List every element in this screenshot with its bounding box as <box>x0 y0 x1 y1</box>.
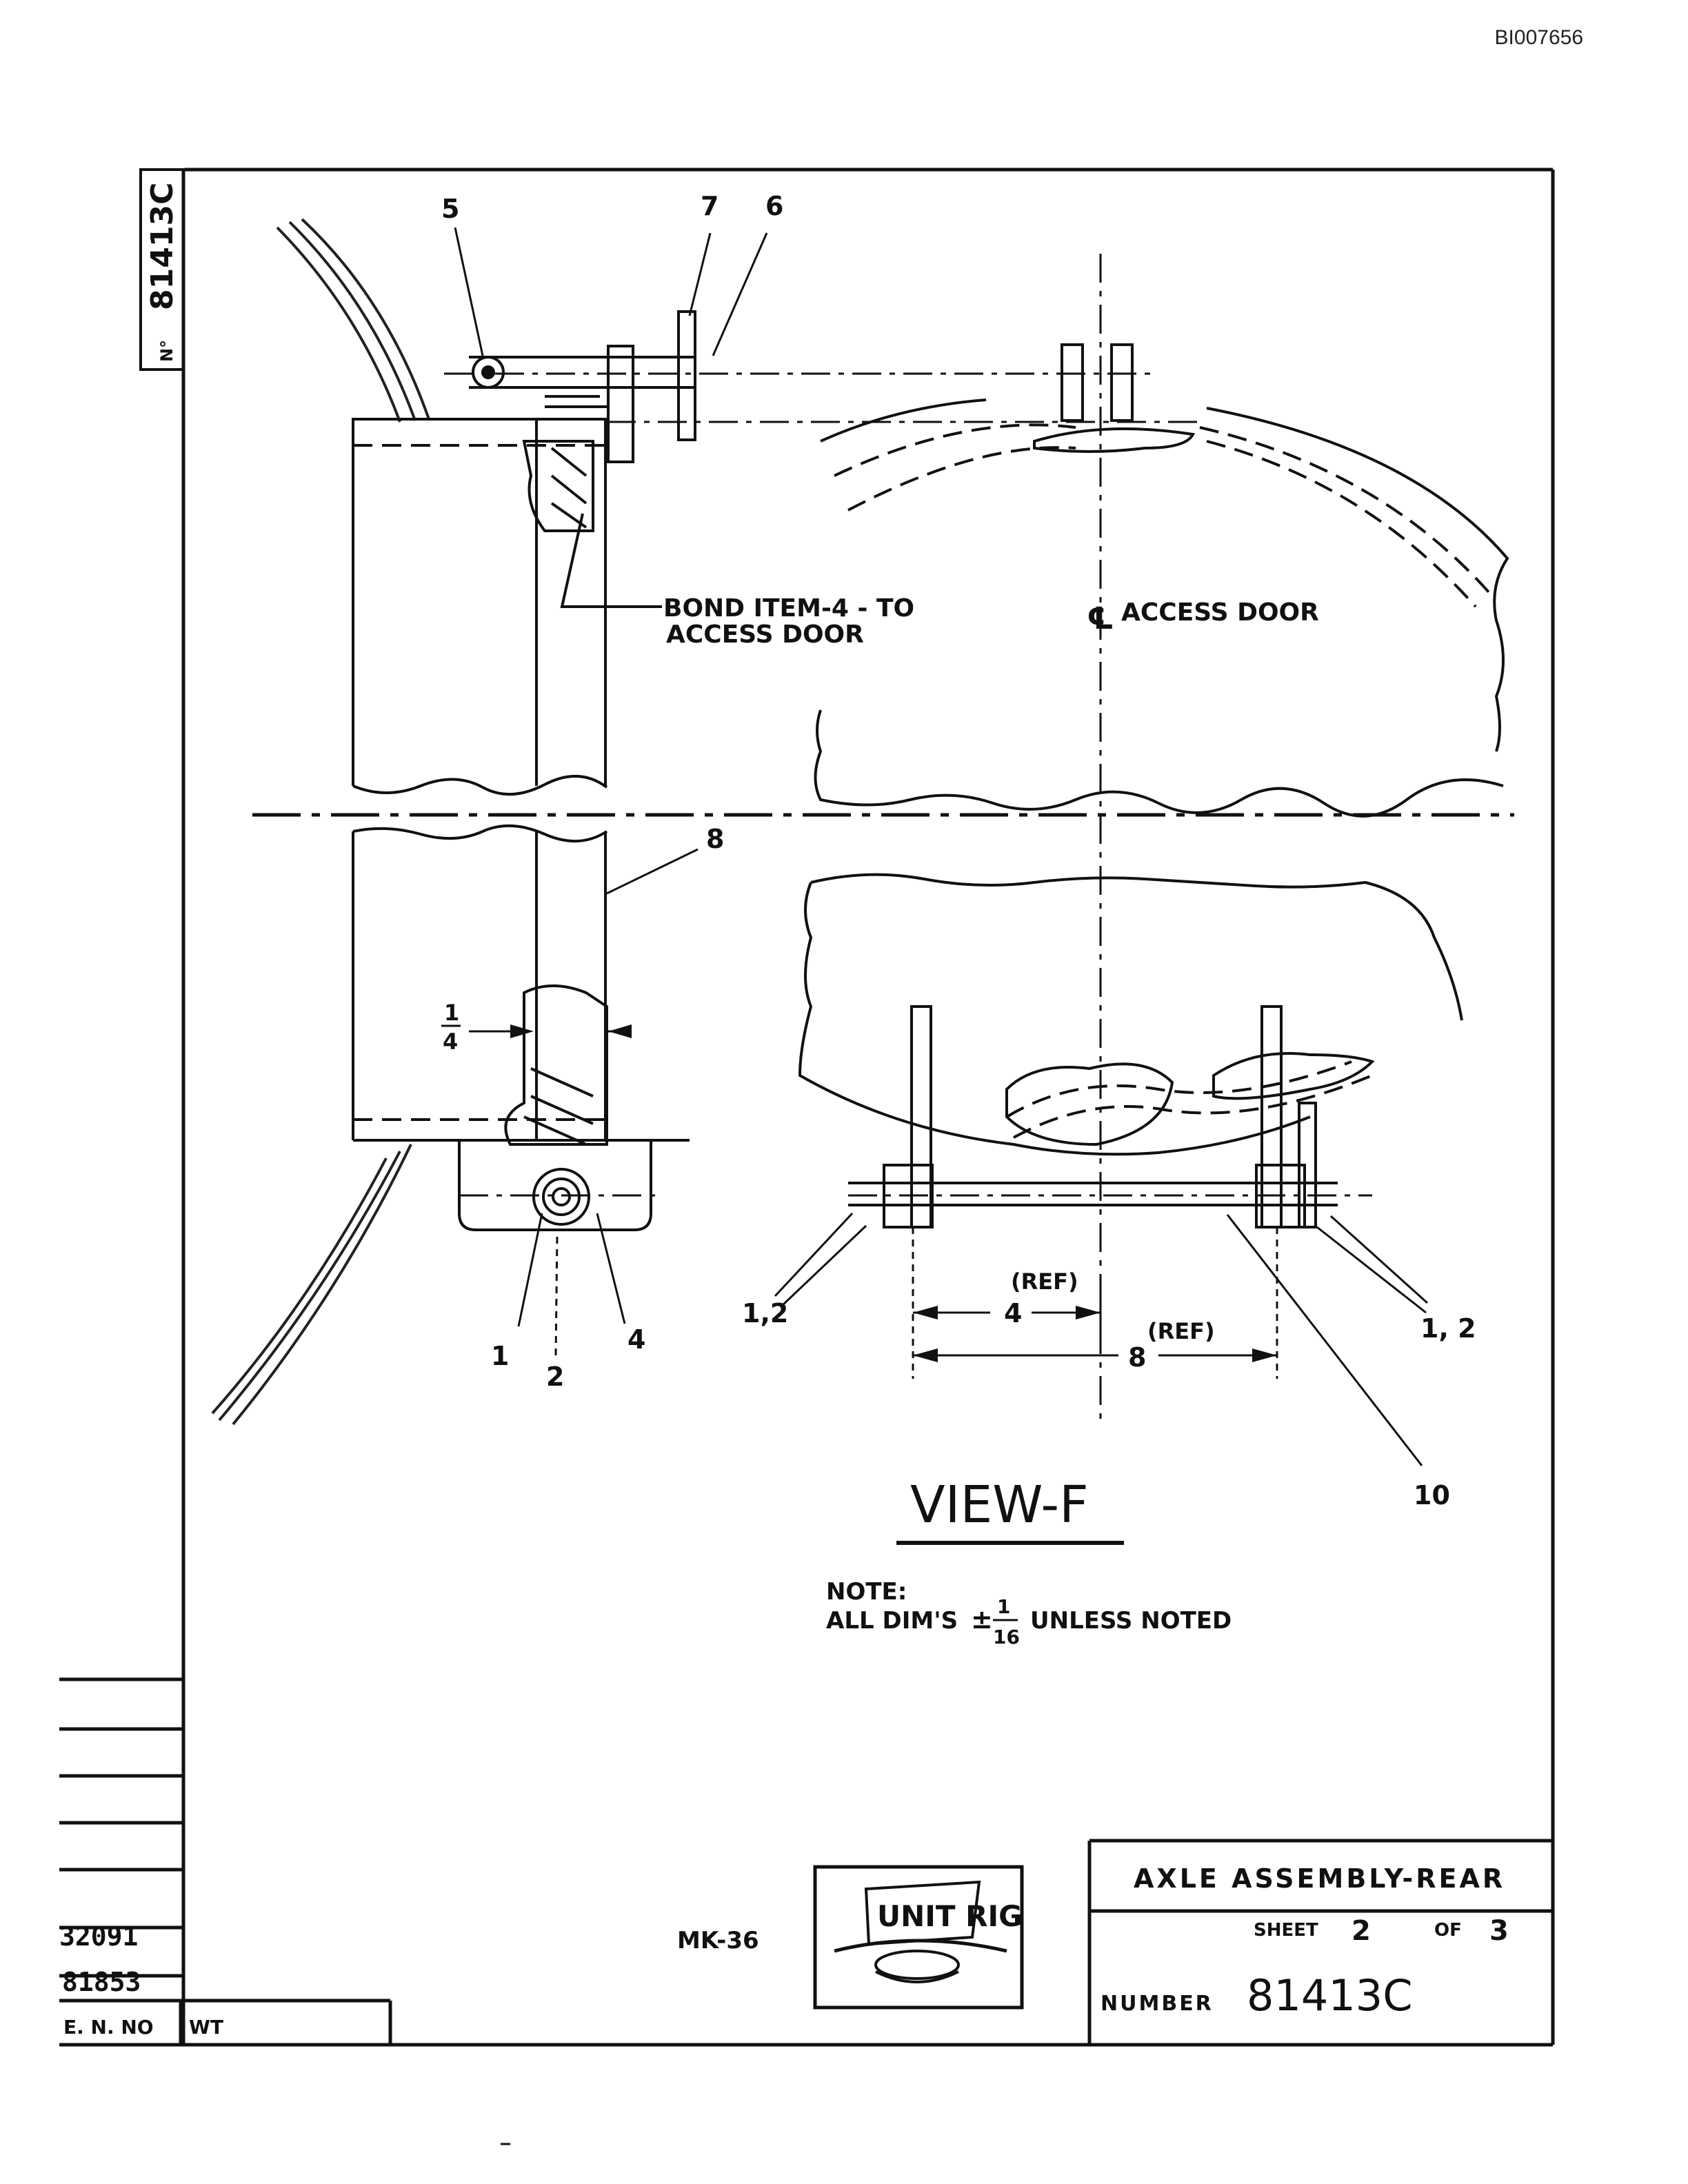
en-no-label: E. N. NO <box>63 2016 154 2039</box>
dim-ref-1: (REF) <box>1011 1268 1078 1295</box>
callout-labels: 5 7 6 8 1 2 4 1,2 1, 2 10 <box>441 191 1476 1510</box>
tolerance-note: NOTE: ALL DIM'S ± 1 16 UNLESS NOTED <box>826 1578 1232 1648</box>
callout-4: 4 <box>627 1324 645 1355</box>
dim-ref-2: (REF) <box>1147 1318 1215 1344</box>
note-fraction-den: 16 <box>993 1626 1020 1648</box>
logo-text: UNIT RIG <box>877 1899 1023 1933</box>
callout-1-2-left: 1,2 <box>742 1298 788 1328</box>
upper-section <box>352 310 1509 818</box>
company-logo: UNIT RIG <box>813 1865 1024 2010</box>
lower-section <box>352 825 1463 1231</box>
centerline-label: ACCESS DOOR <box>1121 598 1319 627</box>
number-label: NUMBER <box>1101 1992 1214 2016</box>
upper-centerlines <box>444 254 1200 1420</box>
cable-upper <box>276 218 430 423</box>
wt-label: WT <box>189 2016 223 2039</box>
fraction-numerator: 1 <box>444 1000 459 1026</box>
sheet-number: 2 <box>1352 1915 1371 1947</box>
drawing-title: AXLE ASSEMBLY-REAR <box>1134 1863 1505 1894</box>
drawing-notes: BOND ITEM-4 - TO ACCESS DOOR ℄ ACCESS DO… <box>441 594 1319 1373</box>
note-label: NOTE: <box>826 1578 907 1606</box>
dim-8: 8 <box>1128 1342 1146 1373</box>
dimension-arrows <box>510 1024 1277 1362</box>
model-label: MK-36 <box>677 1927 759 1954</box>
vertical-drawing-number: 81413C <box>145 183 180 310</box>
note-suffix: UNLESS NOTED <box>1030 1607 1232 1635</box>
view-title-group: VIEW-F <box>896 1475 1124 1545</box>
cable-lower <box>211 1144 412 1426</box>
sheet-label: SHEET <box>1254 1920 1318 1941</box>
note-plus-minus: ± <box>971 1604 993 1635</box>
callout-8: 8 <box>706 824 724 854</box>
fraction-denominator: 4 <box>443 1029 458 1055</box>
revision-lines <box>59 1677 392 2045</box>
note-prefix: ALL DIM'S <box>826 1607 958 1635</box>
dim-4: 4 <box>1004 1298 1022 1328</box>
page-id: BI007656 <box>1494 26 1583 49</box>
title-block <box>1087 1839 1553 2045</box>
note-fraction-num: 1 <box>997 1595 1010 1618</box>
sheet-total: 3 <box>1489 1915 1509 1947</box>
callout-6: 6 <box>765 191 783 221</box>
leader-lines <box>454 227 1429 1466</box>
callout-2: 2 <box>546 1362 564 1392</box>
vertical-number-tab: 81413C N° <box>139 168 185 371</box>
drawing-border <box>59 168 1555 2047</box>
callout-1-2-right: 1, 2 <box>1420 1313 1476 1344</box>
ref-number-2: 81853 <box>62 1967 141 1997</box>
ref-number-1: 32091 <box>59 1921 138 1952</box>
view-title: VIEW-F <box>910 1475 1089 1535</box>
callout-5: 5 <box>441 194 459 224</box>
callout-1: 1 <box>491 1341 509 1371</box>
dimension-lines <box>469 1013 1278 1379</box>
drawing-number: 81413C <box>1247 1970 1413 2021</box>
centerline-symbol: ℄ <box>1087 601 1114 636</box>
callout-10: 10 <box>1414 1480 1450 1510</box>
bond-note-line2: ACCESS DOOR <box>666 620 864 649</box>
callout-7: 7 <box>701 191 719 221</box>
of-label: OF <box>1434 1920 1462 1941</box>
bond-note-line1: BOND ITEM-4 - TO <box>663 594 914 623</box>
vertical-number-prefix: N° <box>157 340 177 362</box>
